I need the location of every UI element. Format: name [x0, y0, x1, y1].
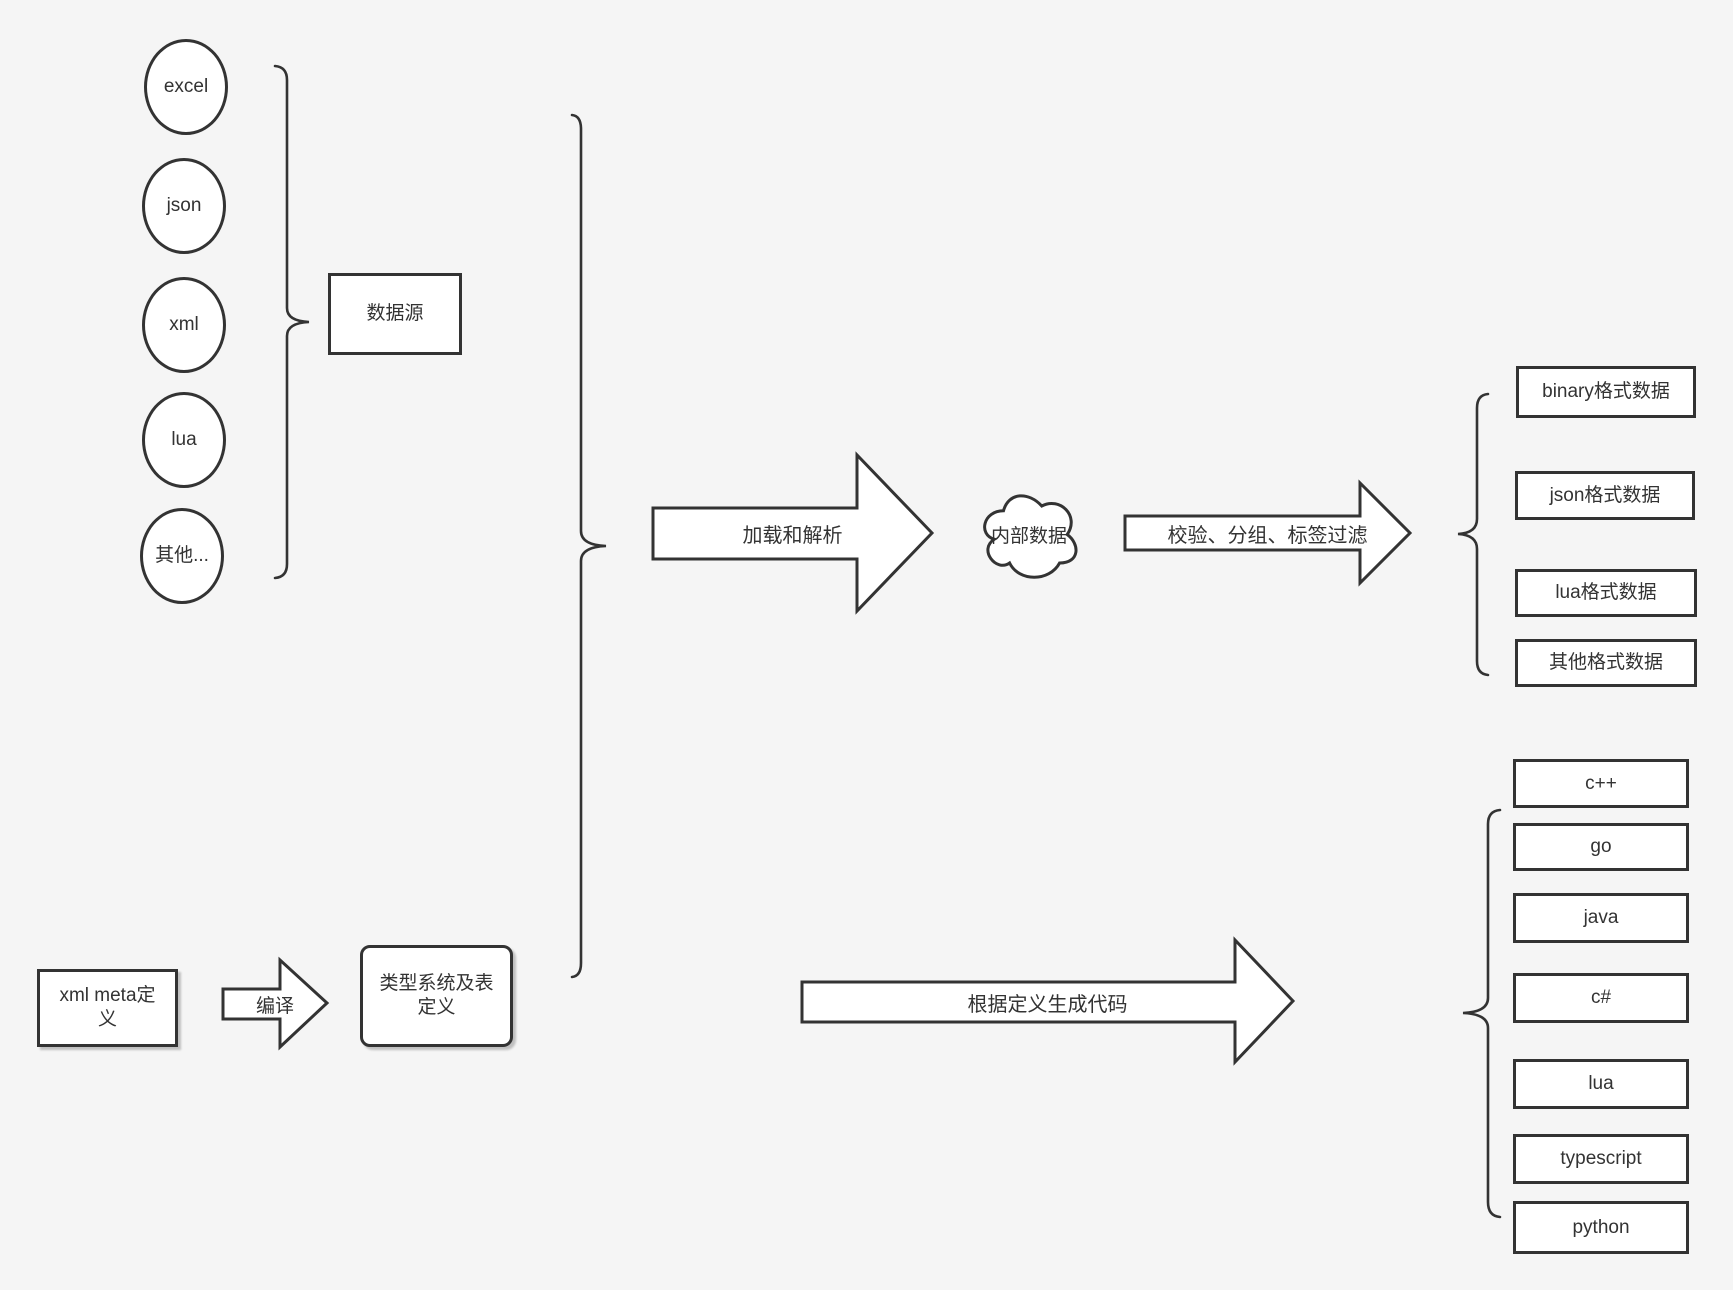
- main-group-brace[interactable]: [570, 113, 607, 979]
- source-ellipse-lua[interactable]: lua: [142, 392, 226, 488]
- internal-data-cloud[interactable]: [983, 494, 1078, 579]
- type-system-box[interactable]: 类型系统及表定义: [360, 945, 513, 1047]
- language-box-java[interactable]: java: [1513, 893, 1689, 943]
- data-source-box[interactable]: 数据源: [328, 273, 462, 355]
- outputs-brace[interactable]: [1457, 392, 1490, 677]
- language-box-go[interactable]: go: [1513, 823, 1689, 871]
- source-ellipse-excel[interactable]: excel: [144, 39, 228, 135]
- source-ellipse-excel-label: excel: [163, 76, 209, 97]
- output-box-binary-label: binary格式数据: [1542, 381, 1670, 402]
- output-box-json[interactable]: json格式数据: [1515, 471, 1695, 520]
- source-ellipse-xml-label: xml: [169, 314, 199, 335]
- output-box-binary[interactable]: binary格式数据: [1516, 366, 1696, 418]
- output-box-other-label: 其他格式数据: [1548, 652, 1663, 673]
- source-ellipse-other-label: 其他...: [155, 545, 209, 566]
- codegen-arrow[interactable]: [800, 936, 1296, 1066]
- language-box-lua-label: lua: [1588, 1073, 1614, 1094]
- language-box-typescript[interactable]: typescript: [1513, 1134, 1689, 1184]
- compile-arrow[interactable]: [221, 956, 330, 1051]
- sources-brace[interactable]: [273, 64, 310, 580]
- filter-arrow[interactable]: [1123, 479, 1413, 587]
- languages-brace[interactable]: [1462, 808, 1502, 1219]
- language-box-cpp[interactable]: c++: [1513, 759, 1689, 808]
- language-box-go-label: go: [1590, 836, 1612, 857]
- language-box-csharp[interactable]: c#: [1513, 973, 1689, 1023]
- source-ellipse-lua-label: lua: [171, 429, 197, 450]
- output-box-lua[interactable]: lua格式数据: [1515, 569, 1697, 617]
- language-box-python-label: python: [1572, 1216, 1630, 1238]
- data-source-box-label: 数据源: [366, 303, 424, 324]
- type-system-box-label: 类型系统及表定义: [379, 973, 494, 1018]
- language-box-lua[interactable]: lua: [1513, 1059, 1689, 1109]
- language-box-csharp-label: c#: [1590, 987, 1612, 1008]
- output-box-lua-label: lua格式数据: [1555, 582, 1657, 603]
- source-ellipse-json[interactable]: json: [142, 158, 226, 254]
- output-box-other[interactable]: 其他格式数据: [1515, 639, 1697, 687]
- xml-meta-box[interactable]: xml meta定义: [37, 969, 178, 1047]
- xml-meta-box-label: xml meta定义: [59, 985, 156, 1030]
- source-ellipse-xml[interactable]: xml: [142, 277, 226, 373]
- load-parse-arrow[interactable]: [651, 451, 935, 615]
- source-ellipse-json-label: json: [166, 195, 202, 216]
- output-box-json-label: json格式数据: [1549, 484, 1661, 506]
- source-ellipse-other[interactable]: 其他...: [140, 508, 224, 604]
- language-box-cpp-label: c++: [1585, 772, 1617, 794]
- language-box-typescript-label: typescript: [1560, 1148, 1642, 1169]
- language-box-java-label: java: [1583, 907, 1619, 928]
- language-box-python[interactable]: python: [1513, 1201, 1689, 1254]
